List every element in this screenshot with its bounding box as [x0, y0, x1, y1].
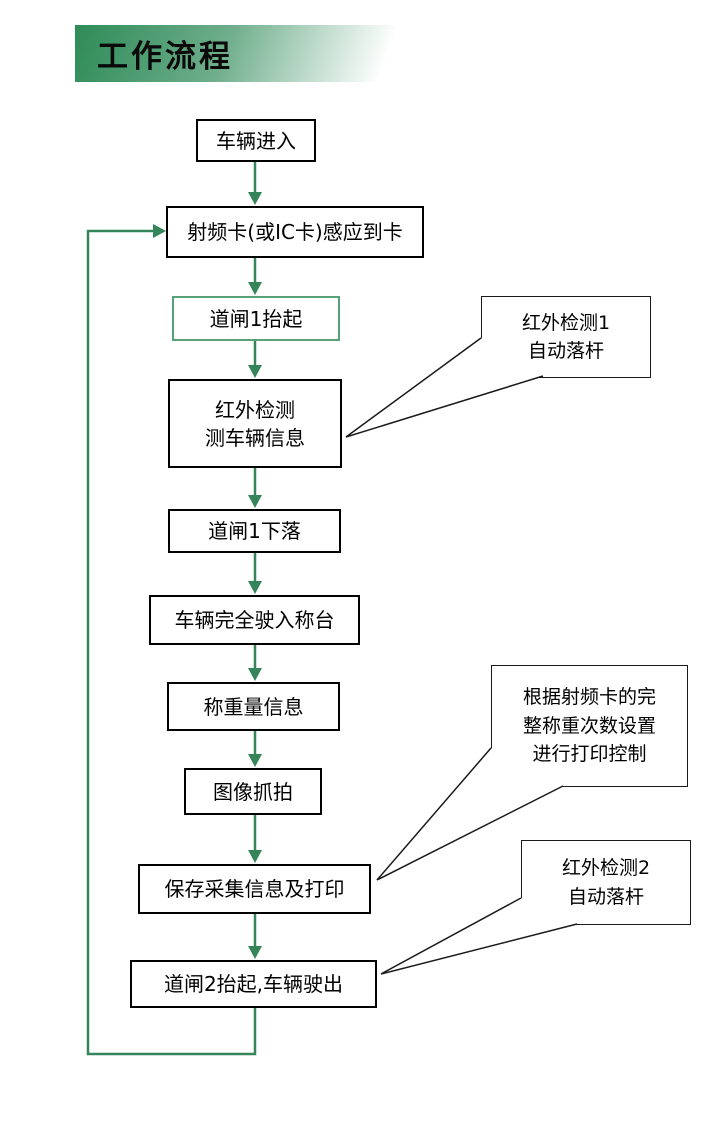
callout-infrared1-auto-lower: 红外检测1 自动落杆 — [481, 296, 651, 378]
arrowhead — [248, 495, 262, 508]
flow-node-rfid-card-detected: 射频卡(或IC卡)感应到卡 — [166, 206, 424, 258]
arrowhead — [248, 850, 262, 863]
callout-infrared2-auto-lower: 红外检测2 自动落杆 — [521, 840, 691, 925]
flow-node-save-info-and-print: 保存采集信息及打印 — [138, 864, 371, 914]
flow-node-image-capture: 图像抓拍 — [184, 768, 322, 815]
flow-node-barrier1-raise: 道闸1抬起 — [172, 296, 340, 341]
arrowhead — [248, 754, 262, 767]
flow-node-infrared-detect-vehicle-info: 红外检测 测车辆信息 — [168, 379, 342, 468]
arrowhead — [248, 365, 262, 378]
loop-arrowhead — [153, 224, 166, 238]
flow-node-barrier2-raise-vehicle-exit: 道闸2抬起,车辆驶出 — [130, 960, 377, 1008]
callout-print-control-note: 根据射频卡的完 整称重次数设置 进行打印控制 — [491, 665, 688, 787]
arrowhead — [248, 282, 262, 295]
page-title: 工作流程 — [97, 39, 233, 75]
header-banner: 工作流程 — [75, 25, 407, 82]
flow-node-weigh-info: 称重量信息 — [167, 682, 340, 731]
arrowhead — [248, 668, 262, 681]
flow-node-vehicle-fully-on-scale: 车辆完全驶入称台 — [149, 595, 360, 645]
arrowhead — [248, 192, 262, 205]
arrowhead — [248, 581, 262, 594]
flow-node-barrier1-lower: 道闸1下落 — [168, 509, 341, 553]
flow-node-vehicle-entry: 车辆进入 — [196, 119, 316, 162]
arrowhead — [248, 946, 262, 959]
